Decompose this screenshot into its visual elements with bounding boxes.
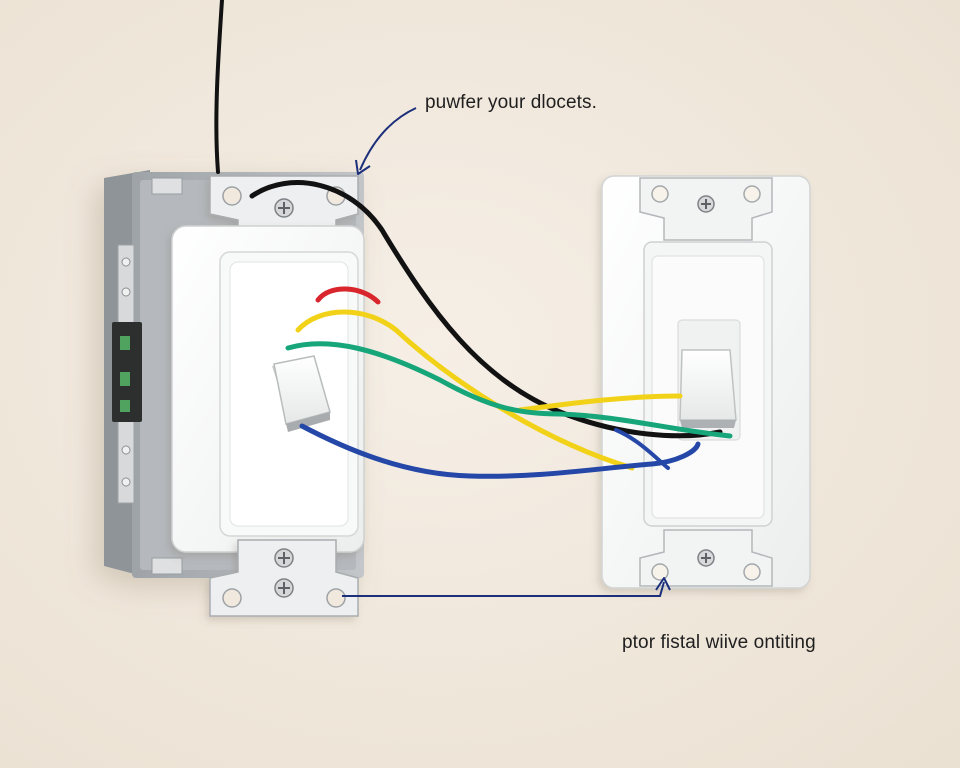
screw-icon xyxy=(274,198,294,218)
wire-black xyxy=(249,180,723,439)
screw-icon xyxy=(697,549,715,567)
left-side-terminals xyxy=(112,177,183,575)
screw-icon xyxy=(274,578,294,598)
wire-blue xyxy=(299,423,701,479)
wire-red xyxy=(315,286,381,305)
arrow-icon xyxy=(355,159,371,175)
leader-bottom xyxy=(342,581,665,597)
annotation-bottom: ptor fistal wiive ontiting xyxy=(622,632,816,653)
screw-icon xyxy=(274,548,294,568)
wire-green xyxy=(285,341,733,439)
screw-icon xyxy=(697,195,715,213)
left-switch xyxy=(104,170,365,617)
arrow-icon xyxy=(655,577,671,591)
annotation-leaders xyxy=(342,107,671,597)
wire-blue-loop xyxy=(614,428,670,470)
left-faceplate xyxy=(171,225,365,553)
right-toggle xyxy=(677,319,741,441)
wire-black-feed xyxy=(214,0,224,174)
wire-yellow-2 xyxy=(517,393,683,413)
right-switch xyxy=(601,175,811,589)
left-toggle xyxy=(272,355,331,432)
wires xyxy=(214,0,733,479)
leader-top xyxy=(359,107,417,171)
left-bottom-bracket xyxy=(209,539,359,617)
annotation-top: puwfer your dlocets. xyxy=(425,92,598,113)
wire-yellow xyxy=(295,309,635,471)
